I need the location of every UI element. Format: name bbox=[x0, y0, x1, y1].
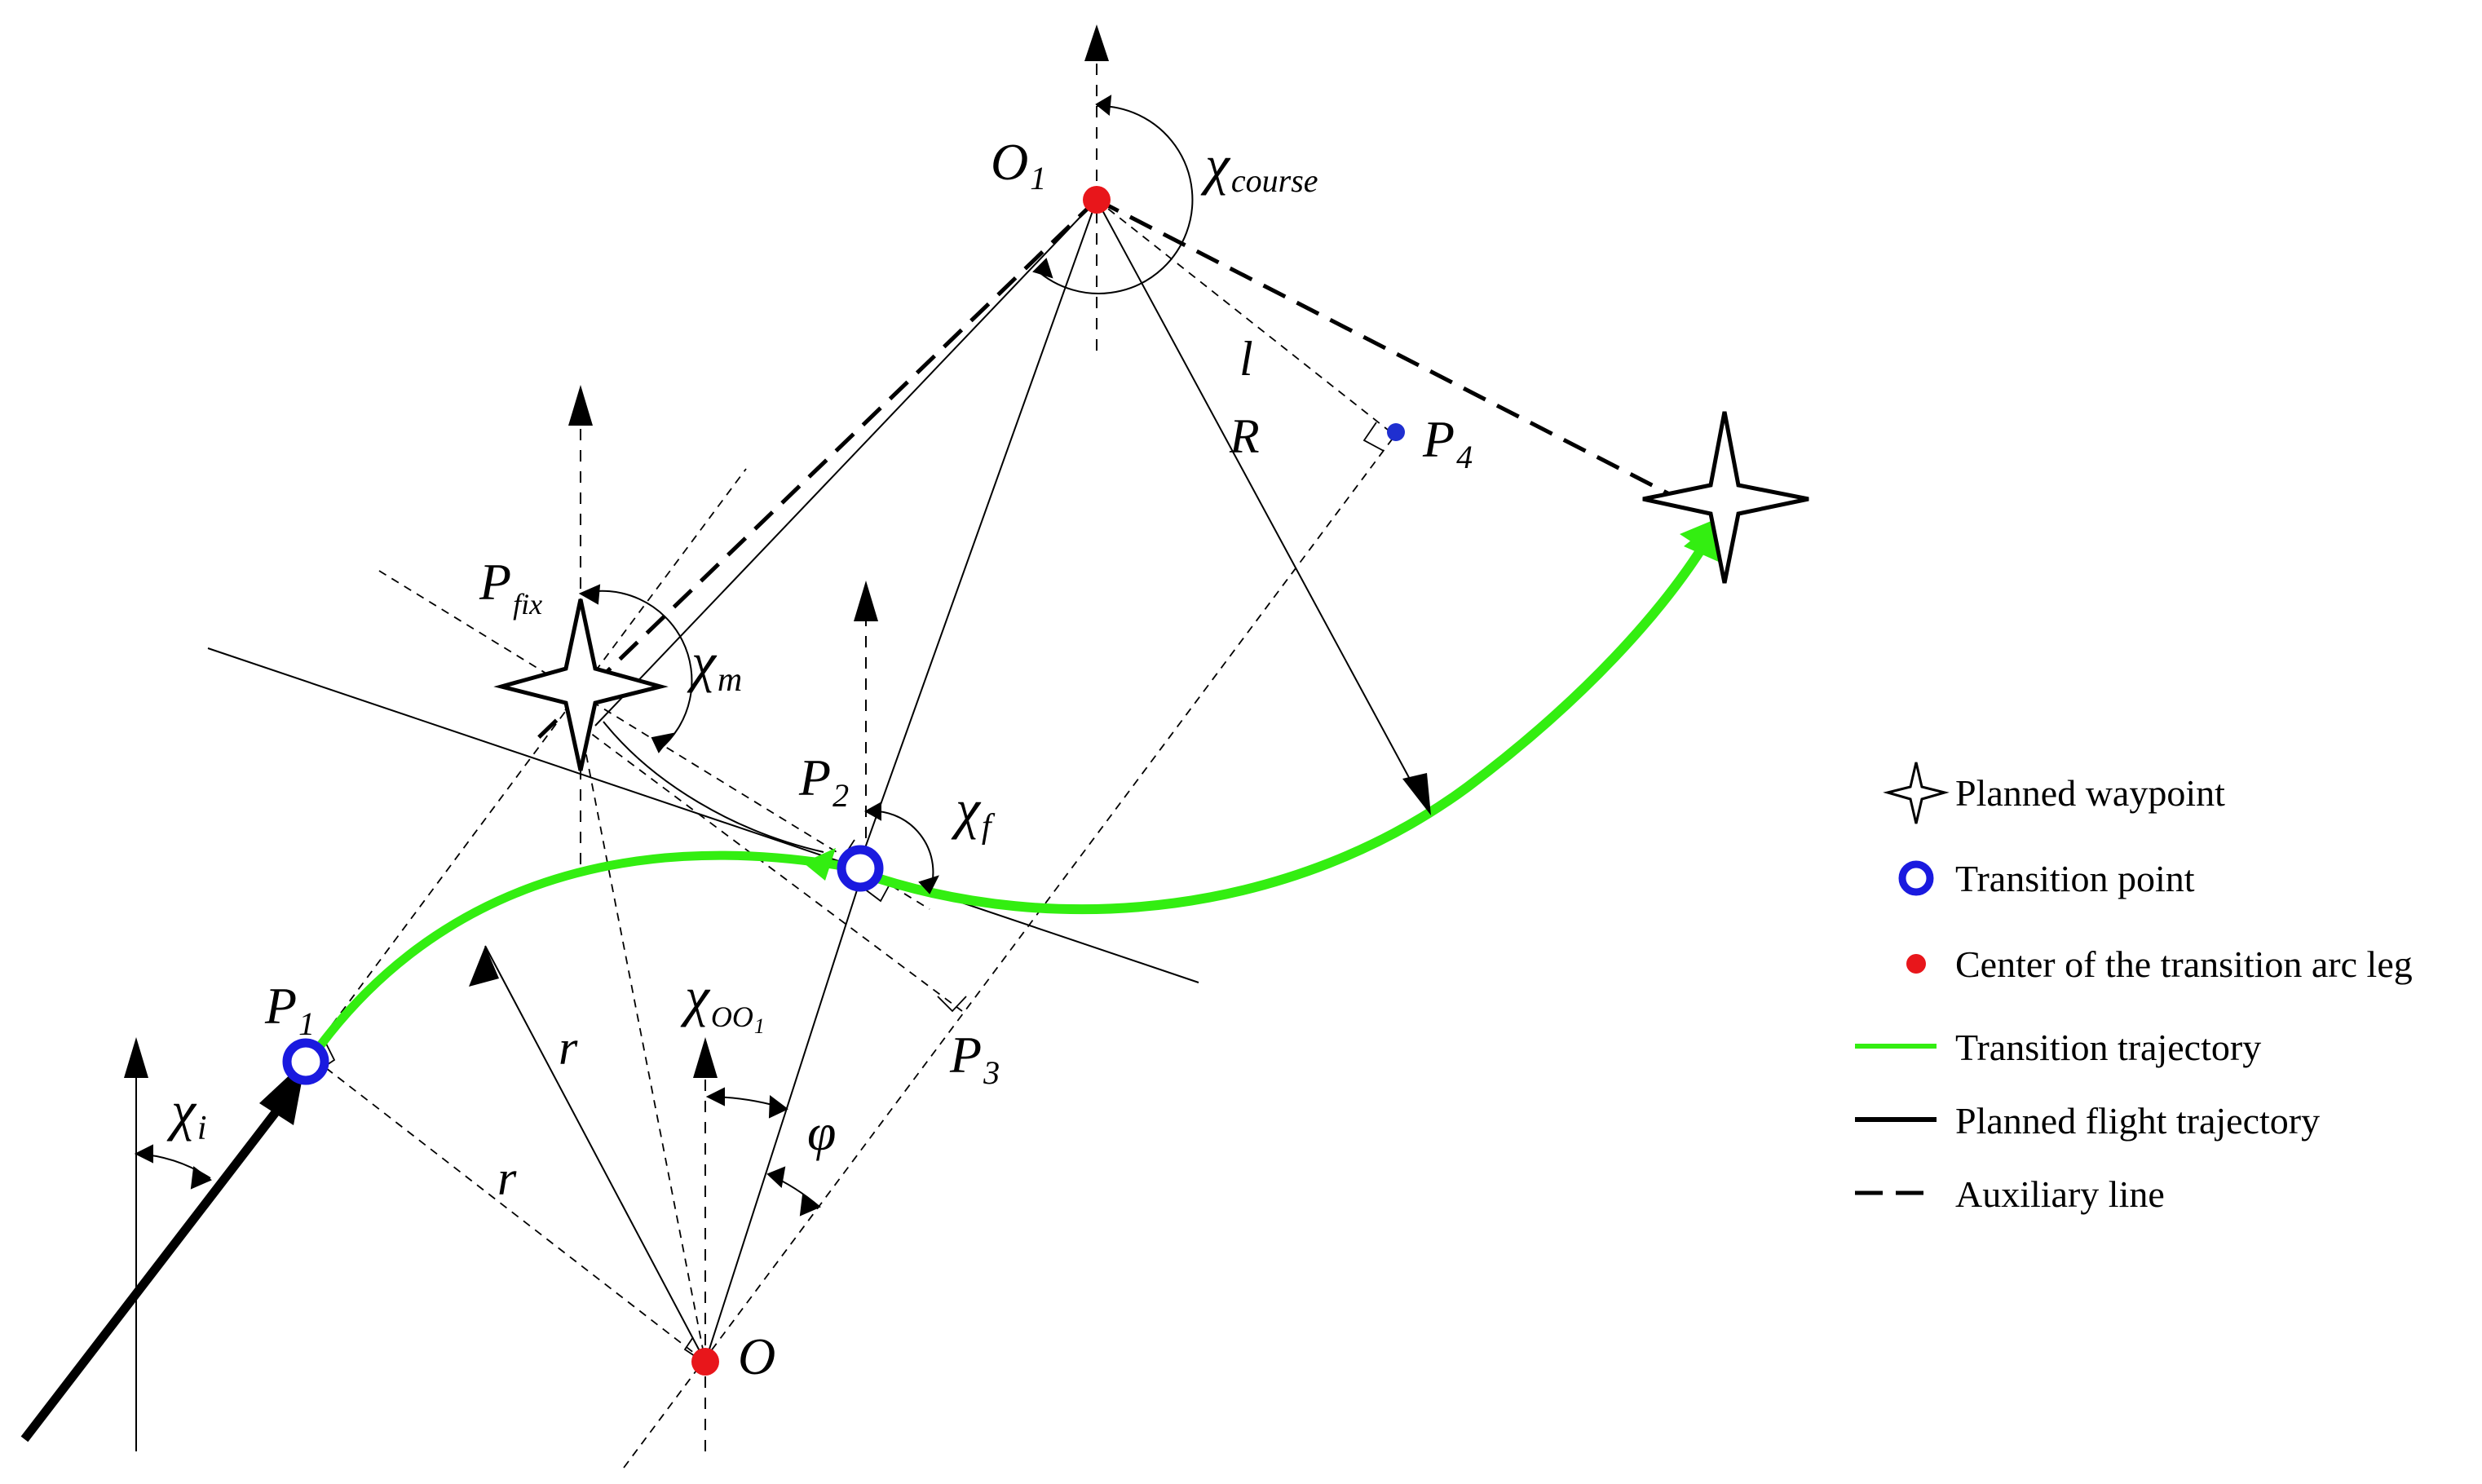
dashed-guides bbox=[305, 199, 1397, 1469]
label-pfix: Pfix bbox=[479, 553, 542, 621]
radius-arrows bbox=[469, 773, 1431, 987]
legend-star-icon bbox=[1883, 762, 1950, 824]
svg-text:Transition point: Transition point bbox=[1955, 858, 2195, 899]
center-o1 bbox=[1083, 186, 1111, 214]
label-r-big: R bbox=[1229, 409, 1260, 463]
legend-center-icon bbox=[1906, 954, 1926, 974]
point-p4 bbox=[1387, 423, 1405, 441]
center-o bbox=[691, 1348, 719, 1376]
label-p4: P4 bbox=[1422, 410, 1473, 475]
legend-item-transition-point: Transition point bbox=[1898, 858, 2195, 899]
legend-item-transition-trajectory: Transition trajectory bbox=[1855, 1027, 2261, 1068]
svg-text:Planned waypoint: Planned waypoint bbox=[1955, 772, 2225, 814]
label-l: l bbox=[1239, 332, 1253, 386]
label-r-arc: r bbox=[559, 1021, 578, 1075]
legend-item-auxiliary-line: Auxiliary line bbox=[1855, 1173, 2165, 1215]
label-chi-oo1: χOO1 bbox=[680, 965, 765, 1038]
construction-lines bbox=[135, 199, 1424, 1451]
center-points bbox=[691, 186, 1405, 1376]
svg-text:Planned flight trajectory: Planned flight trajectory bbox=[1955, 1100, 2320, 1142]
label-p3: P3 bbox=[949, 1026, 1000, 1091]
legend-transition-point-icon bbox=[1898, 860, 1934, 896]
planned-waypoint-pfix bbox=[493, 598, 669, 771]
label-chi-f: χf bbox=[951, 778, 996, 846]
transition-points bbox=[282, 845, 884, 1085]
svg-text:Center of the transition arc l: Center of the transition arc leg bbox=[1955, 943, 2413, 985]
label-phi: φ bbox=[807, 1103, 836, 1161]
legend-item-planned-flight-trajectory: Planned flight trajectory bbox=[1855, 1100, 2320, 1142]
legend: Planned waypoint Transition point Center… bbox=[1855, 762, 2413, 1215]
auxiliary-lines bbox=[537, 197, 1685, 740]
legend-item-planned-waypoint: Planned waypoint bbox=[1883, 762, 2225, 824]
transition-point-p1 bbox=[282, 1038, 329, 1085]
label-r-dash: r bbox=[497, 1151, 517, 1205]
planned-flight-trajectory bbox=[20, 1060, 306, 1442]
svg-text:Transition trajectory: Transition trajectory bbox=[1955, 1027, 2261, 1068]
math-labels: O1 χcourse l R P4 Pfix χm P2 χf P1 r r χ… bbox=[166, 133, 1473, 1385]
label-chi-course: χcourse bbox=[1200, 134, 1318, 199]
transition-point-p2 bbox=[837, 845, 884, 892]
label-p2: P2 bbox=[798, 749, 849, 814]
label-p1: P1 bbox=[264, 977, 315, 1042]
label-o1: O1 bbox=[991, 133, 1046, 197]
legend-item-arc-center: Center of the transition arc leg bbox=[1906, 943, 2413, 985]
label-chi-m: χm bbox=[687, 631, 742, 699]
planned-waypoint-target bbox=[1642, 411, 1809, 584]
label-o: O bbox=[738, 1327, 775, 1385]
svg-text:Auxiliary line: Auxiliary line bbox=[1955, 1173, 2165, 1215]
label-chi-i: χi bbox=[166, 1080, 207, 1147]
angle-arcs bbox=[134, 95, 1194, 1217]
